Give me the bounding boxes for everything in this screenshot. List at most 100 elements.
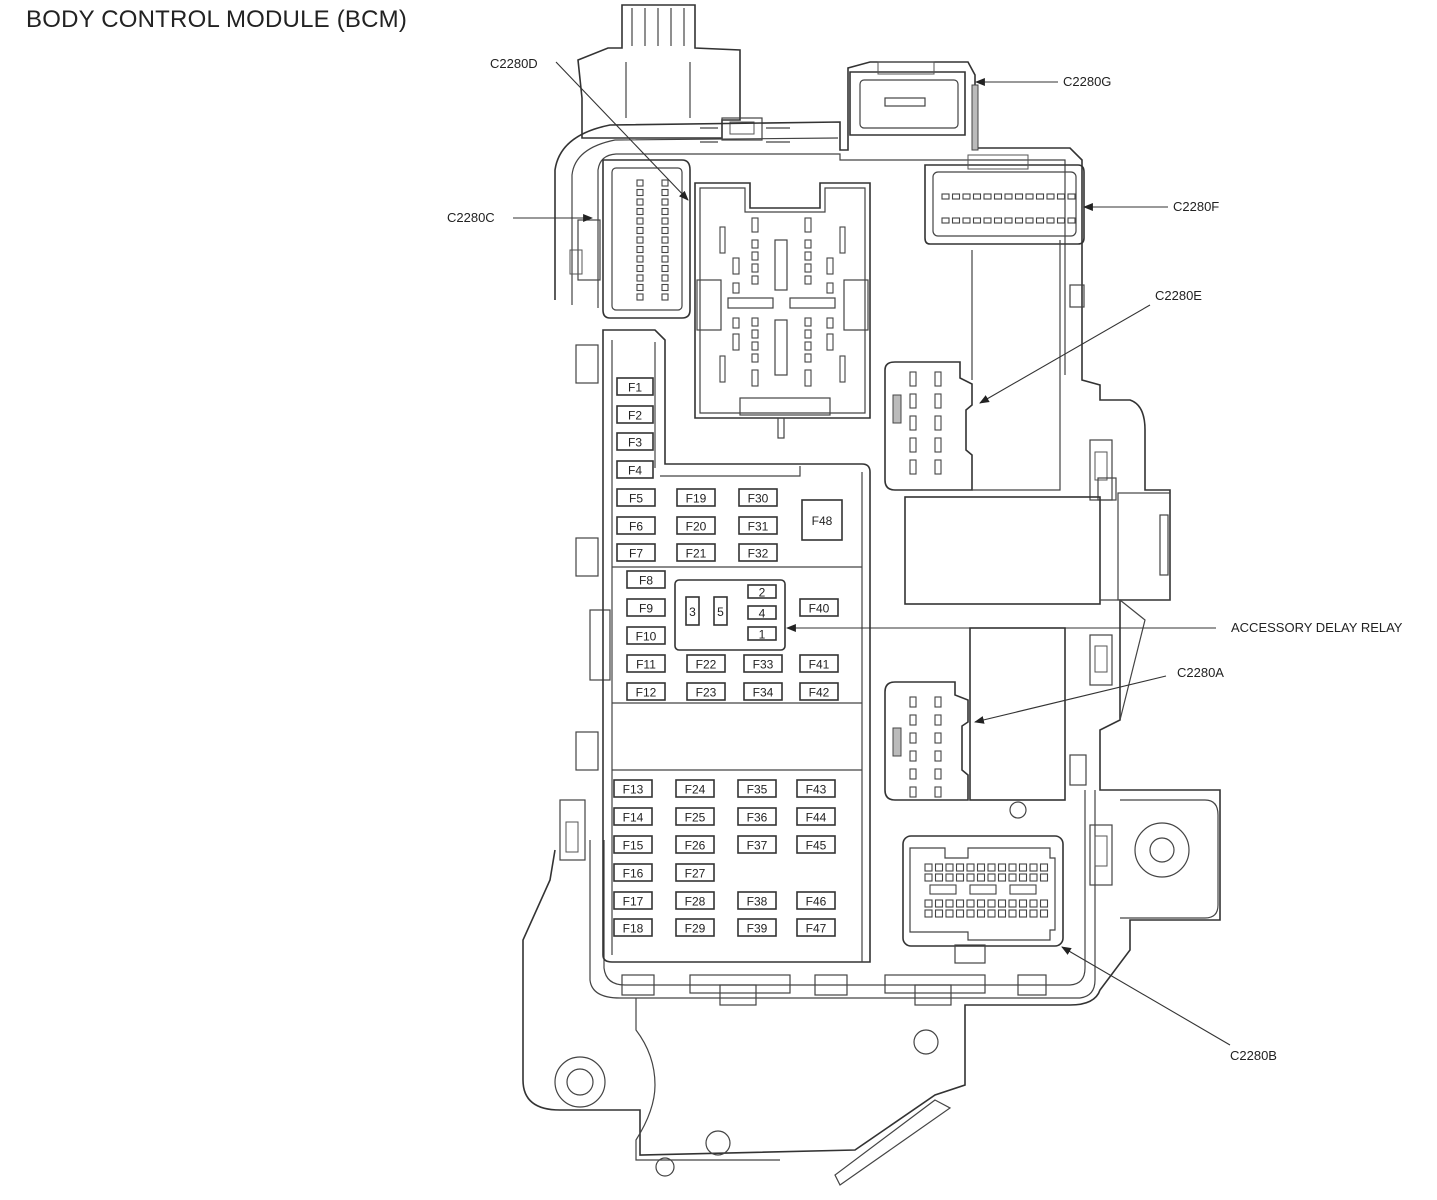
pin xyxy=(1004,217,1013,224)
pin xyxy=(751,263,759,273)
fuse-label: F35 xyxy=(747,783,768,797)
pin xyxy=(941,217,950,224)
pin xyxy=(804,317,812,327)
fuse-label: F31 xyxy=(748,520,769,534)
fuse-f41: F41 xyxy=(799,654,839,673)
fuse-label: F45 xyxy=(806,839,827,853)
fuse-label: F48 xyxy=(812,514,833,528)
pin xyxy=(804,369,812,387)
pin xyxy=(993,217,1003,224)
fuse-label: F26 xyxy=(685,839,706,853)
fuse-f11: F11 xyxy=(626,654,666,673)
pin xyxy=(636,198,644,206)
pin xyxy=(934,909,944,918)
pin xyxy=(661,217,669,225)
pin xyxy=(1039,899,1049,908)
fuse-label: F16 xyxy=(623,867,644,881)
relay-pin-4: 4 xyxy=(747,605,777,621)
pin xyxy=(1035,217,1045,224)
pin xyxy=(804,329,812,339)
fuse-label: F27 xyxy=(685,867,706,881)
fuse-label: F46 xyxy=(806,895,827,909)
pin xyxy=(934,786,942,798)
pin xyxy=(1029,909,1038,918)
pin xyxy=(934,371,942,387)
callout-label: C2280C xyxy=(447,210,495,225)
pin xyxy=(934,750,942,762)
pin xyxy=(1014,193,1024,200)
fuse-f25: F25 xyxy=(675,807,715,826)
fuse-label: F15 xyxy=(623,839,644,853)
pin xyxy=(661,207,669,216)
fuse-label: F40 xyxy=(809,602,830,616)
fuse-f26: F26 xyxy=(675,835,715,854)
pin xyxy=(1056,217,1066,224)
pin xyxy=(1029,863,1038,872)
pin xyxy=(1067,193,1076,200)
pin xyxy=(972,217,982,224)
pin xyxy=(924,899,933,908)
pin xyxy=(945,873,954,882)
fuse-label: F25 xyxy=(685,811,706,825)
pin xyxy=(1018,863,1028,872)
fuse-label: F28 xyxy=(685,895,706,909)
fuse-label: F47 xyxy=(806,922,827,936)
pin xyxy=(636,293,644,301)
fuse-f30: F30 xyxy=(738,488,778,507)
fuse-f44: F44 xyxy=(796,807,836,826)
leader-line xyxy=(974,675,1167,724)
pin xyxy=(1008,899,1017,908)
fuse-f5: F5 xyxy=(616,488,656,507)
fuse-label: F42 xyxy=(809,686,830,700)
pin xyxy=(924,863,933,872)
pin xyxy=(661,226,669,235)
pin xyxy=(1014,217,1024,224)
fuse-f22: F22 xyxy=(686,654,726,673)
fuse-f6: F6 xyxy=(616,516,656,535)
pin xyxy=(732,257,740,275)
pin xyxy=(951,217,961,224)
pin xyxy=(945,899,954,908)
pin xyxy=(661,255,669,263)
fuse-label: F22 xyxy=(696,658,717,672)
pin xyxy=(909,437,917,453)
pin xyxy=(636,283,644,292)
pin xyxy=(962,193,971,200)
fuse-label: F24 xyxy=(685,783,706,797)
pin xyxy=(945,909,954,918)
pin xyxy=(1035,193,1045,200)
fuse-f29: F29 xyxy=(675,918,715,937)
pin xyxy=(993,193,1003,200)
pin xyxy=(934,415,942,431)
fuse-f2: F2 xyxy=(616,405,654,424)
diagram-title: BODY CONTROL MODULE (BCM) xyxy=(26,6,408,33)
pin xyxy=(972,193,982,200)
housing-outline xyxy=(522,4,1221,1186)
fuse-f39: F39 xyxy=(737,918,777,937)
pin xyxy=(1039,909,1049,918)
pin xyxy=(661,245,669,254)
pin xyxy=(751,341,759,351)
relay-pin-label: 2 xyxy=(759,586,766,600)
pin xyxy=(1029,899,1038,908)
fuse-f10: F10 xyxy=(626,626,666,645)
pin xyxy=(934,899,944,908)
pin xyxy=(909,768,917,780)
pin xyxy=(976,899,986,908)
fuse-f32: F32 xyxy=(738,543,778,562)
fuse-label: F39 xyxy=(747,922,768,936)
callout-label: C2280F xyxy=(1173,199,1219,214)
pin xyxy=(1018,873,1028,882)
pin xyxy=(987,909,996,918)
fuse-label: F33 xyxy=(753,658,774,672)
pin xyxy=(751,239,759,249)
connector-c2280b xyxy=(902,835,1064,964)
fuse-label: F9 xyxy=(639,602,653,616)
pin xyxy=(969,884,997,895)
pin xyxy=(661,283,669,292)
relay-pin-5: 5 xyxy=(713,596,728,626)
pin xyxy=(661,236,669,244)
callout-c2280a: C2280A xyxy=(974,665,1224,724)
fuse-f13: F13 xyxy=(613,779,653,798)
fuse-f24: F24 xyxy=(675,779,715,798)
